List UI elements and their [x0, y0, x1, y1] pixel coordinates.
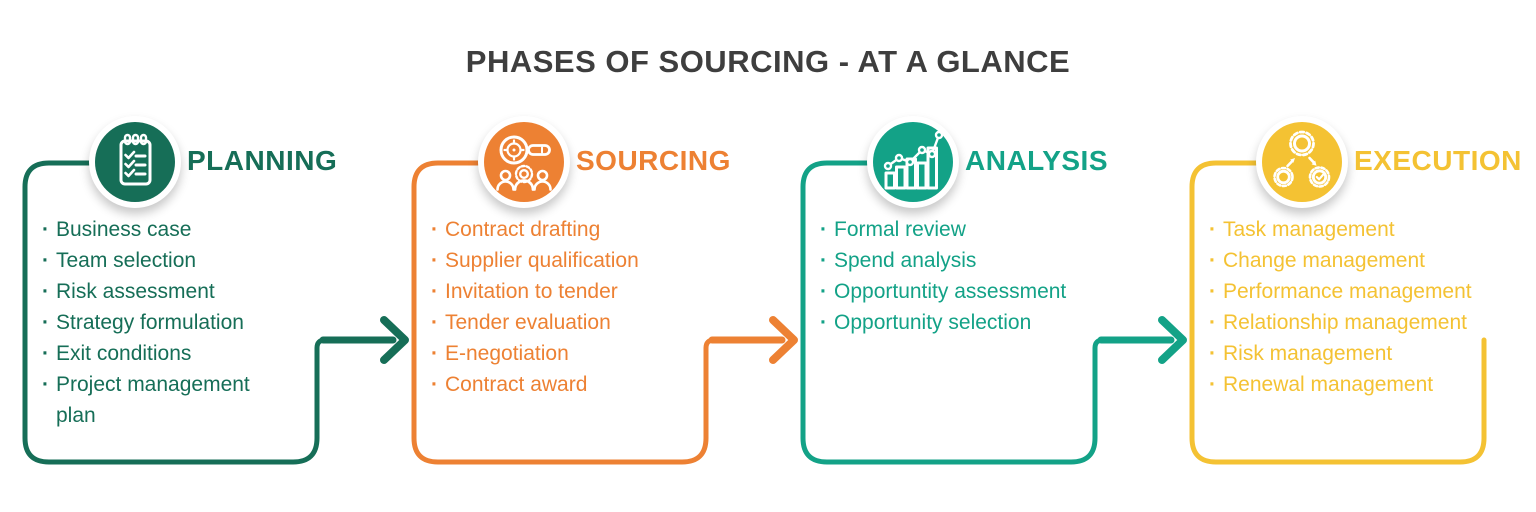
phase-heading: SOURCING — [576, 145, 731, 176]
execution-item-list: Task management Change management Perfor… — [1209, 214, 1536, 400]
list-item: Risk management — [1209, 338, 1536, 369]
phase-card-planning: PLANNING Business case Team selection Ri… — [22, 116, 422, 498]
list-item: E-negotiation — [431, 338, 771, 369]
list-item: Opportunity selection — [820, 307, 1160, 338]
sourcing-icon-badge — [478, 116, 570, 208]
phase-card-execution: EXECUTION Task management Change managem… — [1189, 116, 1536, 498]
list-item: Task management — [1209, 214, 1536, 245]
planning-box-border — [22, 160, 409, 465]
gears-icon — [1262, 122, 1342, 202]
analysis-box-border — [800, 160, 1187, 465]
list-item: Contract drafting — [431, 214, 771, 245]
analysis-icon-badge — [867, 116, 959, 208]
list-item: Invitation to tender — [431, 276, 771, 307]
list-item: Strategy formulation — [42, 307, 282, 338]
execution-box-border — [1189, 160, 1487, 465]
checklist-icon — [95, 122, 175, 202]
supplier-search-icon — [484, 122, 564, 202]
list-item: Opportuntity assessment — [820, 276, 1160, 307]
execution-icon-badge — [1256, 116, 1348, 208]
list-item: Business case — [42, 214, 282, 245]
list-item: Supplier qualification — [431, 245, 771, 276]
phase-card-sourcing: SOURCING Contract drafting Supplier qual… — [411, 116, 811, 498]
phase-heading: ANALYSIS — [965, 145, 1109, 176]
planning-icon-badge — [89, 116, 181, 208]
analysis-item-list: Formal review Spend analysis Opportuntit… — [820, 214, 1160, 338]
phase-heading: PLANNING — [187, 145, 338, 176]
phase-card-analysis: ANALYSIS Formal review Spend analysis Op… — [800, 116, 1200, 498]
list-item: Exit conditions — [42, 338, 282, 369]
list-item: Project management plan — [42, 369, 282, 431]
planning-item-list: Business case Team selection Risk assess… — [42, 214, 282, 431]
sourcing-item-list: Contract drafting Supplier qualification… — [431, 214, 771, 400]
list-item: Relationship management — [1209, 307, 1536, 338]
list-item: Formal review — [820, 214, 1160, 245]
phase-heading: EXECUTION — [1354, 145, 1522, 176]
list-item: Spend analysis — [820, 245, 1160, 276]
bar-chart-icon — [873, 122, 953, 202]
list-item: Team selection — [42, 245, 282, 276]
list-item: Contract award — [431, 369, 771, 400]
list-item: Tender evaluation — [431, 307, 771, 338]
list-item: Renewal management — [1209, 369, 1536, 400]
list-item: Change management — [1209, 245, 1536, 276]
page-title: PHASES OF SOURCING - AT A GLANCE — [465, 44, 1071, 79]
list-item: Performance management — [1209, 276, 1536, 307]
list-item: Risk assessment — [42, 276, 282, 307]
